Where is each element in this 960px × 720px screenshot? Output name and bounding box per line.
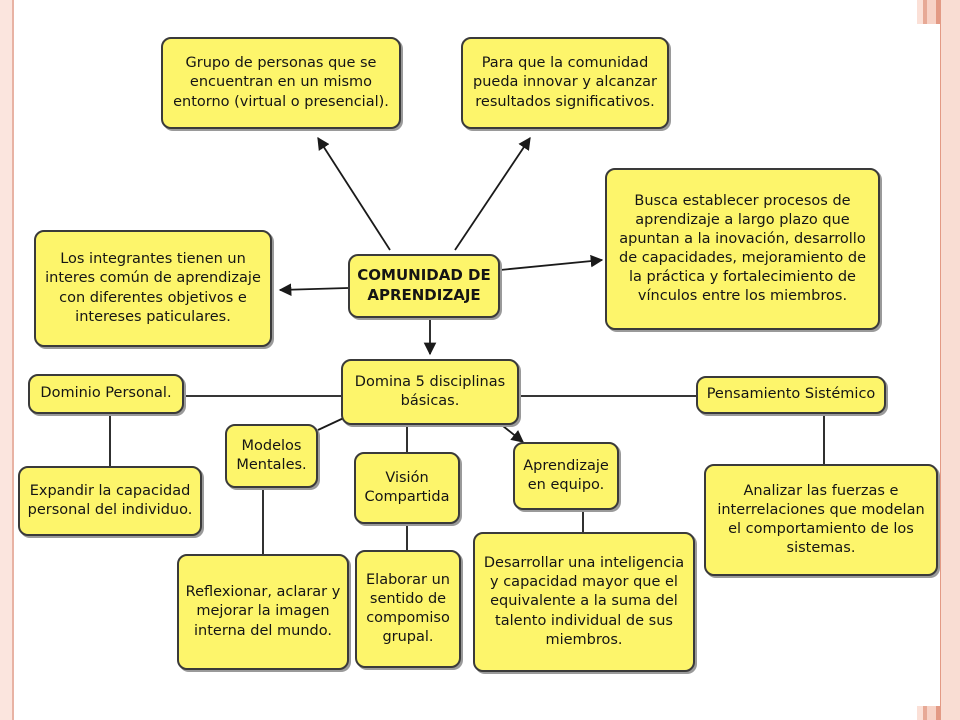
node-desarrollar: Desarrollar una inteligencia y capacidad… bbox=[473, 532, 695, 672]
node-analizar-text: Analizar las fuerzas e interrelaciones q… bbox=[717, 482, 925, 557]
arrow-to-busca bbox=[499, 254, 604, 271]
node-elaborar: Elaborar un sentido de compomiso grupal. bbox=[355, 550, 461, 668]
node-modelos-mentales: Modelos Mentales. bbox=[225, 424, 318, 488]
node-aprendizaje-equipo-text: Aprendizaje en equipo. bbox=[523, 457, 609, 493]
node-reflexionar: Reflexionar, aclarar y mejorar la imagen… bbox=[177, 554, 349, 670]
node-integrantes: Los integrantes tienen un interes común … bbox=[34, 230, 272, 347]
node-busca-text: Busca establecer procesos de aprendizaje… bbox=[618, 192, 867, 305]
node-central: COMUNIDAD DE APRENDIZAJE bbox=[348, 254, 500, 318]
node-para-que: Para que la comunidad pueda innovar y al… bbox=[461, 37, 669, 129]
concept-map: Grupo de personas que se encuentran en u… bbox=[18, 24, 940, 706]
node-dominio-personal: Dominio Personal. bbox=[28, 374, 184, 414]
arrow-to-aprendizaje bbox=[497, 421, 524, 443]
node-pensamiento: Pensamiento Sistémico bbox=[696, 376, 886, 414]
node-grupo: Grupo de personas que se encuentran en u… bbox=[161, 37, 401, 129]
node-grupo-text: Grupo de personas que se encuentran en u… bbox=[173, 55, 389, 110]
arrow-to-grupo bbox=[317, 136, 391, 251]
node-busca: Busca establecer procesos de aprendizaje… bbox=[605, 168, 880, 330]
node-elaborar-text: Elaborar un sentido de compomiso grupal. bbox=[366, 571, 450, 646]
node-vision-text: Visión Compartida bbox=[364, 469, 450, 505]
node-analizar: Analizar las fuerzas e interrelaciones q… bbox=[704, 464, 938, 576]
node-integrantes-text: Los integrantes tienen un interes común … bbox=[45, 251, 261, 325]
node-expandir-text: Expandir la capacidad personal del indiv… bbox=[27, 482, 193, 518]
connector-lines bbox=[109, 136, 825, 554]
node-pensamiento-text: Pensamiento Sistémico bbox=[706, 386, 876, 403]
node-expandir: Expandir la capacidad personal del indiv… bbox=[18, 466, 202, 536]
slide-frame-left bbox=[0, 0, 14, 720]
central-title: COMUNIDAD DE APRENDIZAJE bbox=[357, 266, 491, 304]
node-modelos-mentales-text: Modelos Mentales. bbox=[236, 437, 307, 473]
node-domina: Domina 5 disciplinas básicas. bbox=[341, 359, 519, 425]
node-para-que-text: Para que la comunidad pueda innovar y al… bbox=[473, 55, 657, 110]
slide-stripe bbox=[941, 0, 960, 720]
node-aprendizaje-equipo: Aprendizaje en equipo. bbox=[513, 442, 619, 510]
node-dominio-personal-text: Dominio Personal. bbox=[40, 385, 172, 402]
arrow-to-para-que bbox=[454, 136, 531, 251]
arrow-to-integrantes bbox=[278, 283, 349, 296]
node-desarrollar-text: Desarrollar una inteligencia y capacidad… bbox=[483, 555, 685, 648]
node-reflexionar-text: Reflexionar, aclarar y mejorar la imagen… bbox=[185, 584, 341, 639]
node-vision: Visión Compartida bbox=[354, 452, 460, 524]
node-domina-text: Domina 5 disciplinas básicas. bbox=[354, 373, 506, 409]
